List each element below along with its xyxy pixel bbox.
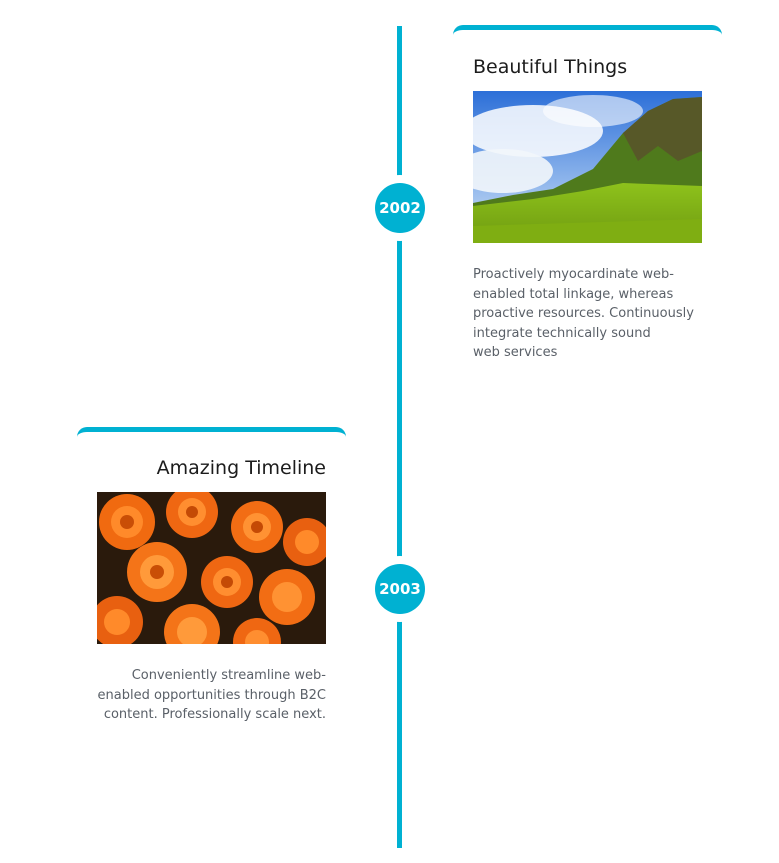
- card-description: Proactively myocardinate web- enabled to…: [473, 265, 702, 363]
- landscape-image: [473, 91, 702, 243]
- card-title: Amazing Timeline: [156, 457, 326, 479]
- description-line: proactive resources. Continuously: [473, 306, 694, 321]
- year-marker-2002: 2002: [375, 183, 425, 233]
- description-line: integrate technically sound: [473, 325, 651, 341]
- timeline-line: [397, 26, 402, 848]
- description-line: enabled opportunities through B2C: [97, 687, 326, 703]
- description-line: Proactively myocardinate web-: [473, 267, 674, 282]
- description-line: enabled total linkage, whereas: [473, 286, 674, 302]
- roses-image: [97, 492, 326, 644]
- card-title: Beautiful Things: [473, 56, 628, 78]
- description-line: Conveniently streamline web-: [131, 668, 326, 683]
- description-line: content. Professionally scale next.: [103, 707, 326, 722]
- year-marker-2003: 2003: [375, 564, 425, 614]
- timeline-card-2002: Beautiful Things: [453, 25, 722, 365]
- description-line: web services: [473, 345, 558, 360]
- card-description: Conveniently streamline web- enabled opp…: [97, 666, 326, 725]
- timeline-card-2003: Amazing Timeline: [77, 427, 346, 727]
